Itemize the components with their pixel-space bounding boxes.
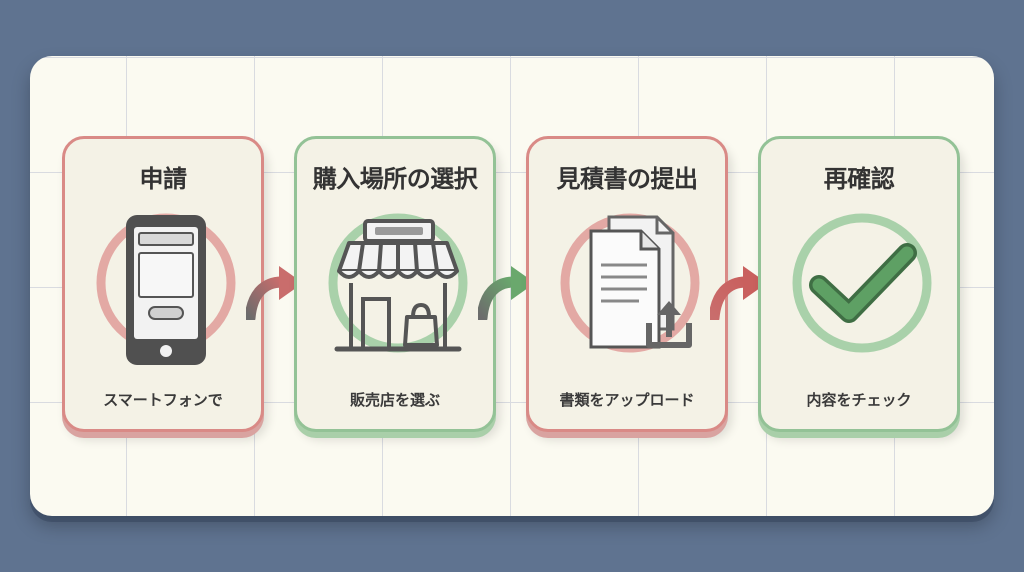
step-subtitle: 販売店を選ぶ [349, 391, 440, 409]
document-upload-icon [560, 213, 700, 353]
step-card-reconfirm: 再確認 内容をチェック [758, 136, 960, 432]
step-title: 見積書の提出 [556, 165, 699, 193]
step-subtitle: スマートフォンで [103, 391, 223, 409]
step-title: 申請 [139, 165, 188, 193]
arrow-right-icon [710, 266, 767, 320]
step-title: 購入場所の選択 [312, 165, 478, 193]
storefront-icon [328, 213, 468, 353]
checkmark-icon [792, 213, 932, 353]
step-card-quote-submission: 見積書の提出 書類をアップロード [526, 136, 728, 432]
smartphone-icon [96, 213, 236, 365]
step-title: 再確認 [823, 165, 895, 193]
arrow-right-icon [246, 266, 303, 320]
step-subtitle: 内容をチェック [806, 391, 912, 409]
step-card-application: 申請 スマートフォンで [62, 136, 264, 432]
step-subtitle: 書類をアップロード [559, 391, 695, 409]
step-card-purchase-place: 購入場所の選択 販売店を選ぶ [294, 136, 496, 432]
arrow-right-icon [478, 266, 535, 320]
